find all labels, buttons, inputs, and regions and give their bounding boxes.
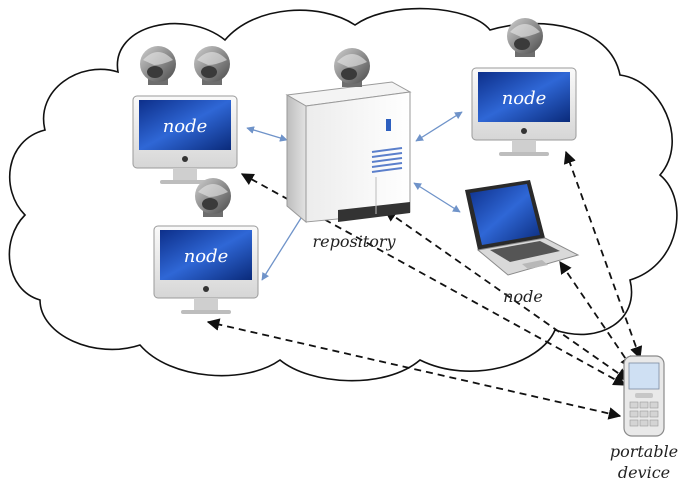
node-top-left: node — [132, 95, 238, 184]
dash-phone-node-top-right — [563, 150, 643, 360]
link-repo-node-top-right — [415, 111, 463, 142]
node-middle-left-label: node — [184, 246, 229, 267]
camera-icon — [334, 48, 370, 87]
laptop-node — [465, 180, 580, 276]
node-top-left-label: node — [163, 116, 208, 137]
dash-phone-node-middle-left — [206, 318, 622, 420]
camera-icon — [140, 46, 176, 85]
link-repo-node-top-left — [246, 126, 288, 142]
portable-device — [623, 355, 665, 437]
camera-icon — [195, 178, 231, 217]
node-top-right-label: node — [502, 88, 547, 109]
node-middle-left: node — [153, 225, 259, 314]
portable-device-label-line1: portable — [610, 442, 678, 461]
portable-device-label-line2: device — [618, 463, 670, 482]
node-top-right: node — [471, 67, 577, 156]
repository-label: repository — [312, 232, 396, 251]
repository-server — [285, 81, 412, 224]
camera-icon — [194, 46, 230, 85]
laptop-node-label: node — [503, 287, 543, 306]
camera-icon — [507, 18, 543, 57]
